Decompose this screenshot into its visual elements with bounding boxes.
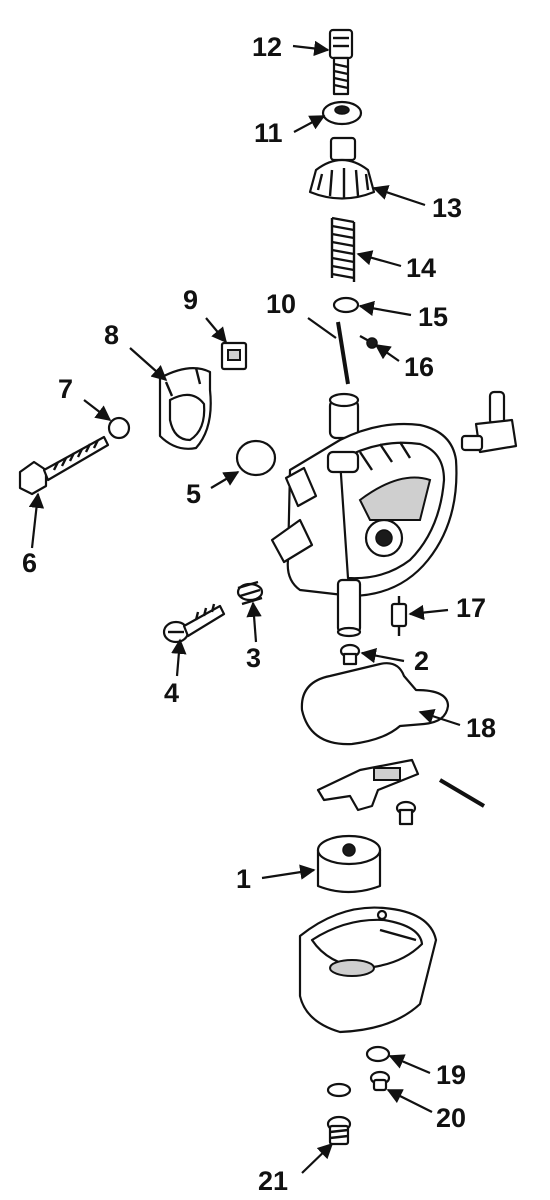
callout-5: 5: [186, 479, 201, 509]
callout-15: 15: [418, 302, 448, 332]
callout-16: 16: [404, 352, 434, 382]
part-4-screw: [162, 603, 226, 644]
callout-19: 19: [436, 1060, 466, 1090]
callout-1: 1: [236, 864, 251, 894]
part-13-cap: [308, 136, 376, 200]
part-6-bolt: [18, 435, 110, 496]
callout-2: 2: [414, 646, 429, 676]
fuel-inlet-fitting: [460, 390, 518, 454]
callout-3: 3: [246, 643, 261, 673]
part-19-ring: [365, 1045, 391, 1063]
callout-11: 11: [254, 118, 283, 148]
callout-10: 10: [266, 289, 296, 319]
part-15-washer: [332, 296, 360, 314]
float-lever: [316, 758, 486, 826]
part-18-gasket: [300, 662, 450, 746]
part-5-o-ring: [235, 439, 277, 477]
leader-lines: [28, 40, 461, 1174]
part-16-pin: [359, 334, 379, 349]
part-14-spring: [330, 216, 356, 282]
callout-9: 9: [183, 285, 198, 315]
part-21-bolt: [326, 1082, 352, 1146]
callout-4: 4: [164, 678, 179, 708]
part-11-nut: [321, 100, 363, 126]
part-20-screw: [369, 1070, 391, 1092]
callout-20: 20: [436, 1103, 466, 1133]
float-bowl: [298, 906, 438, 1034]
callout-17: 17: [456, 593, 486, 623]
callout-13: 13: [432, 193, 462, 223]
callout-14: 14: [406, 253, 436, 283]
callout-21: 21: [258, 1166, 288, 1196]
part-12-screw: [328, 28, 354, 96]
part-8-bracket: [158, 367, 212, 450]
callout-12: 12: [252, 32, 282, 62]
part-1-float: [316, 834, 382, 894]
part-10-needle: [336, 321, 350, 385]
part-17-valve: [390, 596, 408, 636]
part-7-washer: [107, 416, 131, 440]
callout-8: 8: [104, 320, 119, 350]
part-2-screw: [339, 643, 361, 666]
callout-18: 18: [466, 713, 496, 743]
callout-labels: 12 11 13 14 15 16 10 9 8 7 5 6 4 3 17 2 …: [22, 32, 496, 1196]
part-3-spring: [236, 580, 264, 606]
carburetor-body: [270, 392, 458, 638]
callout-7: 7: [58, 374, 73, 404]
callout-6: 6: [22, 548, 37, 578]
part-9-clip: [220, 341, 248, 371]
